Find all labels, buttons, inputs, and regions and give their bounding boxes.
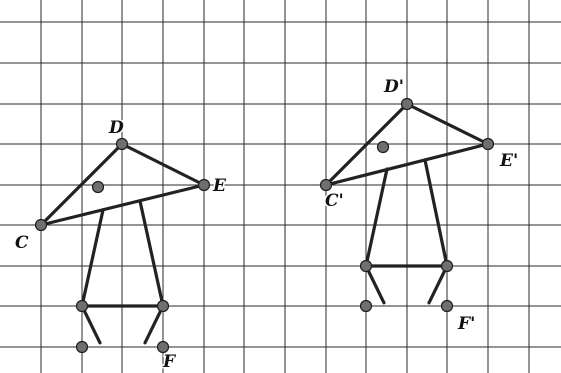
left-foot <box>80 304 102 345</box>
right-leg-prime <box>423 158 449 268</box>
label-d-prime: D' <box>383 77 404 97</box>
point-e <box>197 178 211 192</box>
label-f-prime: F' <box>457 314 475 334</box>
label-c-prime: C' <box>325 191 344 211</box>
eye-dot <box>91 180 105 194</box>
point-e-prime <box>481 137 495 151</box>
point-c-prime <box>319 178 333 192</box>
point-d-prime <box>400 97 414 111</box>
segment-c-prime-d-prime <box>324 102 409 187</box>
right-foot-prime <box>427 264 449 305</box>
point-right-knee <box>156 299 170 313</box>
label-d: D <box>108 118 124 138</box>
segment-ce <box>39 183 206 227</box>
segment-d-prime-e-prime <box>405 102 490 146</box>
right-leg <box>138 199 165 308</box>
point-left-foot-prime <box>359 299 373 313</box>
label-c: C <box>15 233 29 253</box>
left-leg <box>80 208 105 308</box>
point-c <box>34 218 48 232</box>
label-e-prime: E' <box>499 151 518 171</box>
image-figure: C' D' E' F' <box>319 76 520 336</box>
left-leg-prime <box>364 167 389 268</box>
point-left-foot <box>75 340 89 354</box>
eye-dot-prime <box>376 140 390 154</box>
segment-cd <box>39 142 124 227</box>
label-e: E <box>212 176 227 196</box>
original-figure: C D E F <box>14 117 229 373</box>
point-d <box>115 137 129 151</box>
segment-c-prime-e-prime <box>324 142 490 187</box>
left-foot-prime <box>364 264 386 305</box>
point-f-prime <box>440 299 454 313</box>
point-f <box>156 340 170 354</box>
point-right-knee-prime <box>440 259 454 273</box>
point-left-knee <box>75 299 89 313</box>
label-f: F <box>162 352 177 372</box>
right-foot <box>143 304 165 345</box>
segment-de <box>120 142 206 187</box>
point-left-knee-prime <box>359 259 373 273</box>
